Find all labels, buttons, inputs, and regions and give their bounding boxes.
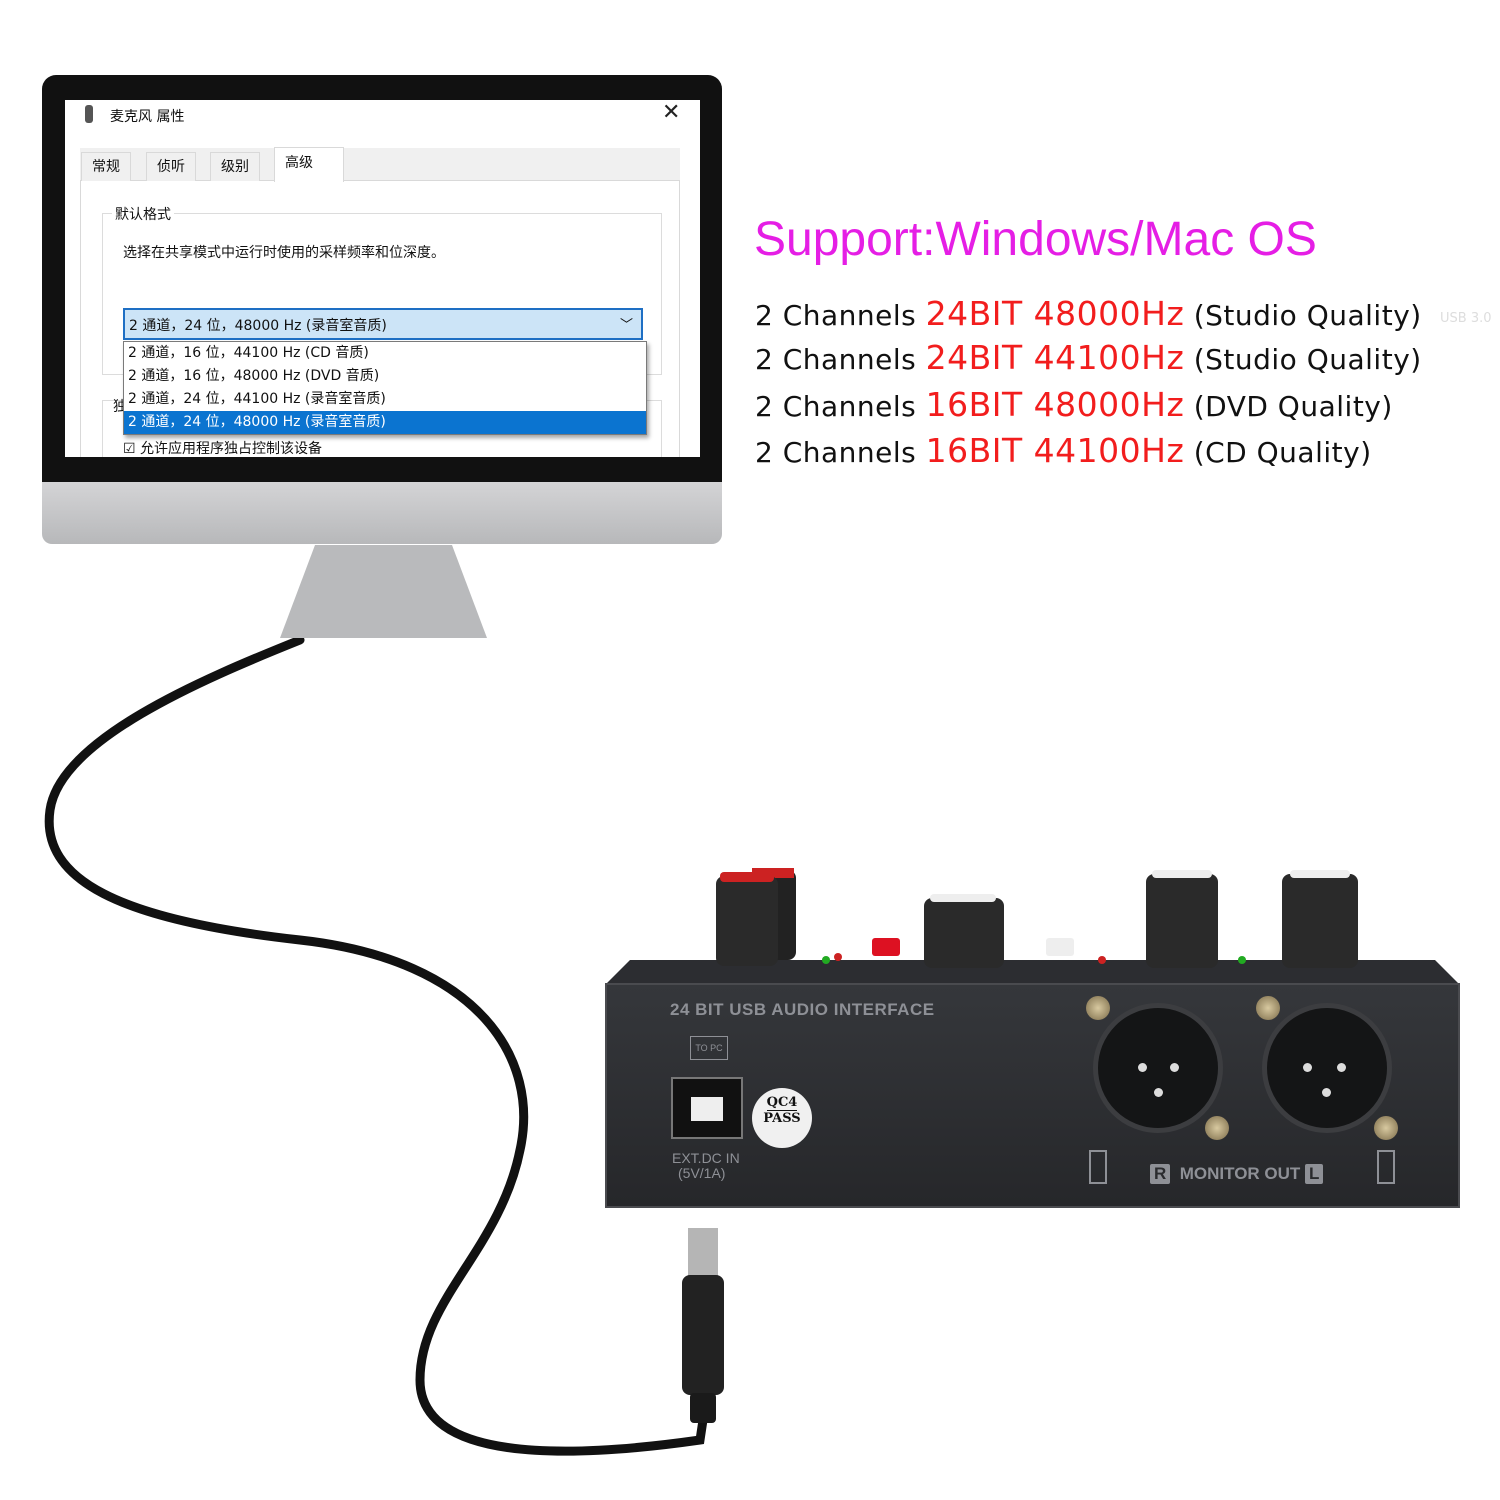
device-top-panel (605, 960, 1460, 985)
select-value: 2 通道，24 位，48000 Hz (录音室音质) (129, 318, 387, 334)
spec-highlight: 16BIT 44100Hz (925, 431, 1185, 470)
spec-suffix: (DVD Quality) (1193, 390, 1393, 423)
usb-cable (44, 635, 708, 1456)
led (834, 953, 842, 961)
exclusive-checkbox[interactable]: ☑ 允许应用程序独占控制该设备 (123, 441, 323, 457)
format-description: 选择在共享模式中运行时使用的采样频率和位深度。 (123, 245, 445, 261)
knob (924, 898, 1004, 968)
port-inner (691, 1097, 723, 1121)
dialog-title: 麦克风 属性 (110, 109, 185, 125)
monitor-out-text: MONITOR OUT (1179, 1164, 1301, 1183)
speaker-icon (1377, 1150, 1395, 1184)
format-select[interactable]: 2 通道，24 位，48000 Hz (录音室音质) ﹀ (123, 308, 643, 340)
right-badge: R (1150, 1164, 1171, 1184)
group-label: 默认格式 (112, 204, 174, 224)
spec-line: 2 Channels 16BIT 48000Hz (DVD Quality) (755, 385, 1393, 424)
xlr-output-right[interactable] (1093, 1003, 1223, 1133)
to-pc-label: TO PC (695, 1043, 723, 1053)
knob (1146, 874, 1218, 968)
monitor-stand (280, 545, 487, 638)
format-dropdown-list: 2 通道，16 位，44100 Hz (CD 音质) 2 通道，16 位，480… (123, 341, 647, 435)
format-option[interactable]: 2 通道，16 位，48000 Hz (DVD 音质) (128, 368, 380, 384)
properties-dialog: 麦克风 属性 ✕ 常规 侦听 级别 高级 默认格式 选择在共享模式中运行时使用的… (65, 100, 700, 457)
xlr-output-left[interactable] (1262, 1003, 1392, 1133)
spec-prefix: 2 Channels (755, 390, 917, 423)
spec-line: 2 Channels 24BIT 44100Hz (Studio Quality… (755, 338, 1422, 377)
close-button[interactable]: ✕ (662, 100, 681, 125)
format-option[interactable]: 2 通道，16 位，44100 Hz (CD 音质) (128, 345, 369, 361)
dc-in-rating: (5V/1A) (678, 1165, 726, 1181)
spec-highlight: 24BIT 48000Hz (925, 294, 1185, 333)
spec-highlight: 24BIT 44100Hz (925, 338, 1185, 377)
microphone-icon (85, 105, 93, 123)
qc-top: QC4 (766, 1095, 798, 1111)
white-button (1046, 938, 1074, 956)
led (822, 956, 830, 964)
screw-icon (1205, 1116, 1229, 1140)
spec-prefix: 2 Channels (755, 299, 917, 332)
led (1098, 956, 1106, 964)
spec-highlight: 16BIT 48000Hz (925, 385, 1185, 424)
usb-plug-metal (688, 1228, 718, 1278)
watermark: USB 3.0 (1440, 311, 1492, 326)
format-option[interactable]: 2 通道，24 位，44100 Hz (录音室音质) (128, 391, 386, 407)
usb-plug-strain (690, 1393, 716, 1423)
qc-bottom: PASS (763, 1111, 801, 1126)
headline: Support:Windows/Mac OS (754, 213, 1317, 266)
speaker-icon (1089, 1150, 1107, 1184)
spec-line: 2 Channels 16BIT 44100Hz (CD Quality) (755, 431, 1372, 470)
left-badge: L (1305, 1164, 1324, 1184)
tab-general[interactable]: 常规 (81, 152, 131, 181)
spec-line: 2 Channels 24BIT 48000Hz (Studio Quality… (755, 294, 1422, 333)
screw-icon (1256, 996, 1280, 1020)
spec-prefix: 2 Channels (755, 343, 917, 376)
usb-b-port[interactable] (671, 1077, 743, 1139)
led (1238, 956, 1246, 964)
exclusive-label: 允许应用程序独占控制该设备 (140, 441, 323, 457)
tab-listen[interactable]: 侦听 (146, 152, 196, 181)
screw-icon (1086, 996, 1110, 1020)
knob (1282, 874, 1358, 968)
monitor-out-label: R MONITOR OUT L (1150, 1164, 1324, 1184)
spec-prefix: 2 Channels (755, 436, 917, 469)
knobs (716, 868, 1358, 968)
tab-advanced[interactable]: 高级 (274, 147, 344, 182)
red-button (872, 938, 900, 956)
format-option-selected[interactable]: 2 通道，24 位，48000 Hz (录音室音质) (124, 411, 646, 434)
to-pc-laptop-icon: TO PC (690, 1036, 728, 1060)
knob (716, 876, 778, 966)
model-label: 24 BIT USB AUDIO INTERFACE (670, 1000, 935, 1019)
spec-suffix: (CD Quality) (1193, 436, 1372, 469)
chevron-down-icon: ﹀ (619, 318, 633, 333)
title-bar: 麦克风 属性 ✕ (65, 100, 700, 132)
tab-levels[interactable]: 级别 (210, 152, 260, 181)
dc-in-label: EXT.DC IN (672, 1150, 740, 1166)
spec-suffix: (Studio Quality) (1193, 299, 1422, 332)
monitor-chin (42, 482, 722, 544)
screw-icon (1374, 1116, 1398, 1140)
spec-suffix: (Studio Quality) (1193, 343, 1422, 376)
usb-plug-body (682, 1275, 724, 1395)
